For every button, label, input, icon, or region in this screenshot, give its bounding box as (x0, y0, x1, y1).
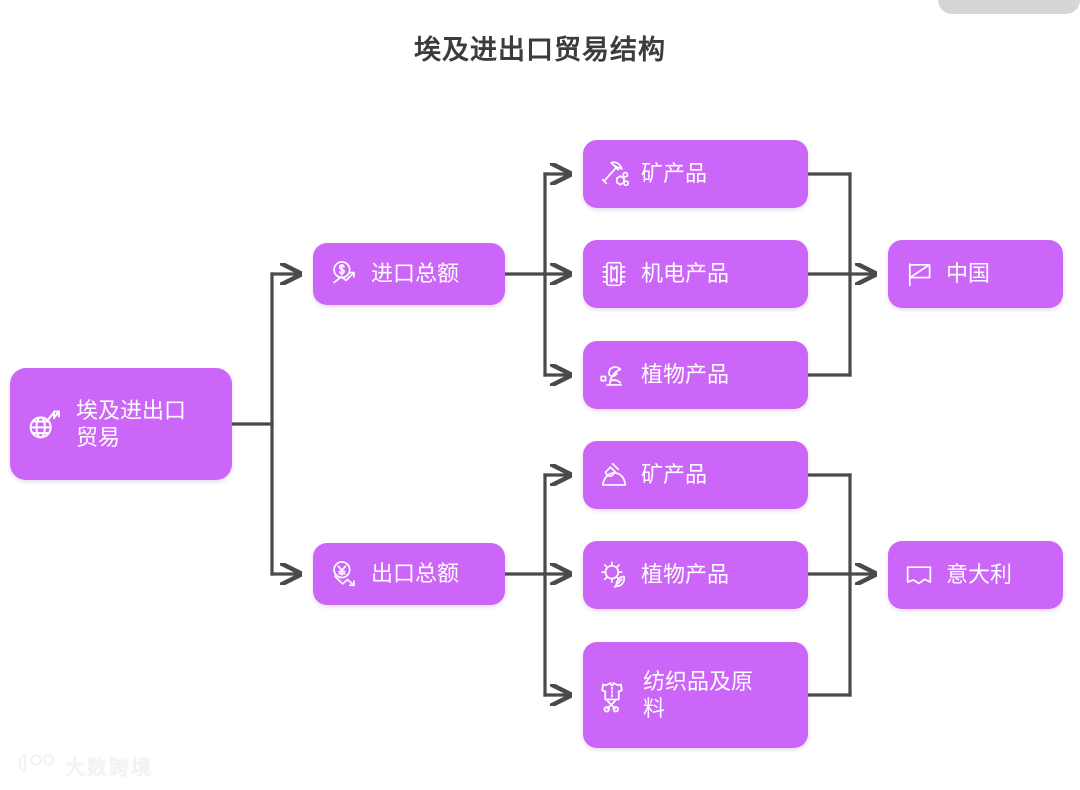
window-control-pill[interactable] (938, 0, 1080, 14)
node-export-textile[interactable]: 纺织品及原 料 (583, 642, 808, 748)
sun-leaf-icon (597, 558, 631, 592)
node-destination-italy-label: 意大利 (946, 562, 1013, 588)
node-import-mineral-label: 矿产品 (641, 161, 708, 187)
pickaxe-icon (597, 157, 631, 191)
node-export-mineral[interactable]: 矿产品 (583, 441, 808, 509)
globe-arrow-icon (24, 404, 64, 444)
flag-icon (902, 257, 936, 291)
node-export-textile-label: 纺织品及原 料 (643, 668, 754, 722)
dollar-chart-icon (327, 257, 361, 291)
shirt-scissors-icon (597, 677, 633, 713)
node-import-plant[interactable]: 植物产品 (583, 341, 808, 409)
node-export-mineral-label: 矿产品 (641, 462, 708, 488)
yen-chart-icon (327, 557, 361, 591)
node-export-total[interactable]: 出口总额 (313, 543, 505, 605)
banner-flag-icon (902, 558, 936, 592)
node-destination-china-label: 中国 (946, 261, 991, 287)
node-export-plant-label: 植物产品 (641, 562, 730, 588)
node-import-mineral[interactable]: 矿产品 (583, 140, 808, 208)
node-import-total-label: 进口总额 (371, 261, 460, 287)
dashu-logo-icon (14, 751, 58, 780)
shovel-mound-icon (597, 458, 631, 492)
node-export-plant[interactable]: 植物产品 (583, 541, 808, 609)
watermark-text: 大数跨境 (65, 757, 153, 779)
node-import-total[interactable]: 进口总额 (313, 243, 505, 305)
node-root[interactable]: 埃及进出口 贸易 (10, 368, 232, 480)
plant-sprout-icon (597, 358, 631, 392)
watermark: 大数跨境 (14, 751, 153, 780)
node-root-label: 埃及进出口 贸易 (76, 397, 187, 451)
page-title: 埃及进出口贸易结构 (414, 35, 666, 65)
node-export-total-label: 出口总额 (371, 561, 460, 587)
node-import-machinery[interactable]: 机电产品 (583, 240, 808, 308)
node-destination-china[interactable]: 中国 (888, 240, 1063, 308)
node-destination-italy[interactable]: 意大利 (888, 541, 1063, 609)
microchip-icon (597, 257, 631, 291)
node-import-machinery-label: 机电产品 (641, 261, 730, 287)
node-import-plant-label: 植物产品 (641, 362, 730, 388)
